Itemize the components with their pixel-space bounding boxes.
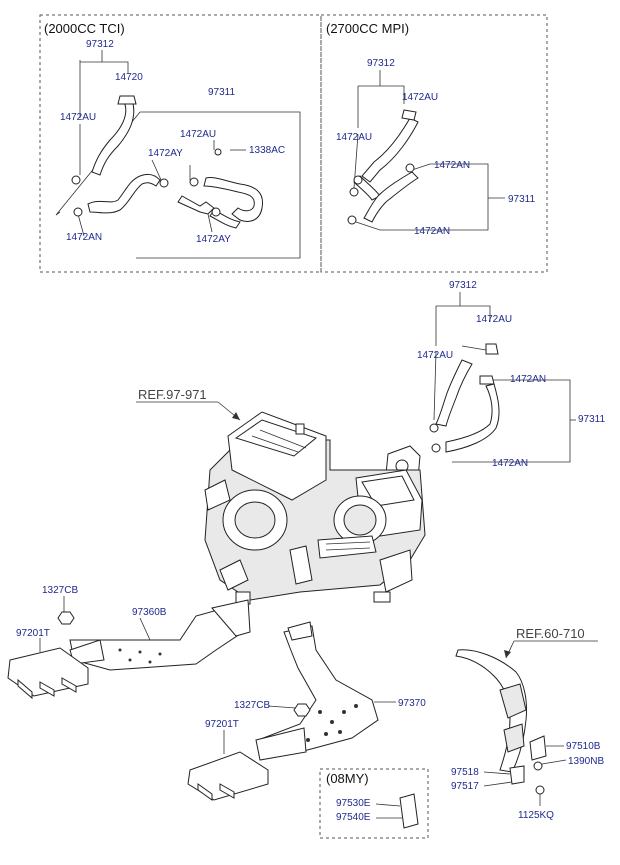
mpi-hoses: [347, 109, 419, 225]
my-box: [319, 768, 429, 839]
main-label-1472AU-a: 1472AU: [476, 314, 512, 325]
tci-label-1472AY-b: 1472AY: [196, 234, 231, 245]
label-97540E: 97540E: [336, 812, 371, 823]
mpi-label-97312: 97312: [367, 58, 395, 69]
panel-leader-lines: [483, 745, 567, 806]
tci-label-1338AC: 1338AC: [249, 145, 285, 156]
main-clamp-2: [479, 375, 495, 385]
main-label-97312: 97312: [449, 280, 477, 291]
main-hose-leader-lines: [433, 292, 576, 463]
mpi-box-title: (2700CC MPI): [326, 21, 409, 36]
label-97530E: 97530E: [336, 798, 371, 809]
tci-label-97311: 97311: [208, 87, 236, 98]
tci-label-97312: 97312: [86, 39, 114, 50]
my-box-title: (08MY): [326, 771, 369, 786]
tci-label-1472AN: 1472AN: [66, 232, 102, 243]
duct-97360B: [69, 599, 251, 671]
panel-labels: 97510B 1390NB 97518 97517 1125KQ: [451, 741, 604, 821]
my-box-part: [375, 793, 419, 829]
tci-label-14720: 14720: [115, 72, 143, 83]
main-label-1472AN-a: 1472AN: [510, 374, 546, 385]
label-97201T-a: 97201T: [16, 628, 50, 639]
tci-label-1472AU-b: 1472AU: [180, 129, 216, 140]
tci-clamp-top: [117, 95, 137, 105]
panel-bracket: [455, 649, 547, 795]
label-1390NB: 1390NB: [568, 756, 604, 767]
main-label-97311: 97311: [578, 414, 606, 425]
label-97517: 97517: [451, 781, 479, 792]
duct-97370: [255, 621, 379, 761]
mpi-label-1472AU-b: 1472AU: [336, 132, 372, 143]
main-hose-labels: 97312 1472AU 1472AU 1472AN 97311 1472AN: [417, 280, 606, 469]
tci-labels: 97312 14720 1472AU 97311 1472AU 1472AY 1…: [60, 39, 285, 245]
main-clamp-1: [485, 343, 499, 355]
duct-labels: 1327CB 97360B 97201T 1327CB 97370 97201T: [16, 585, 426, 730]
bolts: [57, 611, 311, 717]
ref-panel: REF.60-710: [516, 626, 585, 641]
main-hoses: [385, 343, 500, 487]
tci-label-1472AY-a: 1472AY: [148, 148, 183, 159]
tci-box-title: (2000CC TCI): [44, 21, 125, 36]
mpi-clamp-top: [401, 109, 417, 121]
mpi-label-1472AN-a: 1472AN: [434, 160, 470, 171]
label-97370: 97370: [398, 698, 426, 709]
duct-leader-lines: [39, 596, 396, 754]
ref-panel-arrowhead: [504, 650, 511, 658]
tci-box: [39, 14, 322, 273]
label-97510B: 97510B: [566, 741, 601, 752]
cover-97201T-a: [7, 647, 89, 700]
mpi-box: [320, 14, 548, 273]
label-97201T-b: 97201T: [205, 719, 239, 730]
ref-heater-arrowhead: [232, 412, 240, 420]
mpi-label-1472AU-a: 1472AU: [402, 92, 438, 103]
mpi-label-97311: 97311: [508, 194, 536, 205]
label-1125KQ: 1125KQ: [518, 810, 554, 821]
cover-97201T-b: [187, 751, 269, 801]
mpi-label-1472AN-b: 1472AN: [414, 226, 450, 237]
ref-heater-unit: REF.97-971: [138, 387, 207, 402]
main-label-1472AU-b: 1472AU: [417, 350, 453, 361]
label-1327CB-a: 1327CB: [42, 585, 78, 596]
heater-unit: [204, 411, 426, 605]
main-label-1472AN-b: 1472AN: [492, 458, 528, 469]
label-1327CB-b: 1327CB: [234, 700, 270, 711]
mpi-labels: 97312 1472AU 1472AU 1472AN 97311 1472AN: [336, 58, 536, 237]
tci-leader-lines: [55, 50, 301, 259]
label-97518: 97518: [451, 767, 479, 778]
tci-hoses: [71, 95, 264, 229]
label-97360B: 97360B: [132, 607, 167, 618]
tci-label-1472AU-a: 1472AU: [60, 112, 96, 123]
